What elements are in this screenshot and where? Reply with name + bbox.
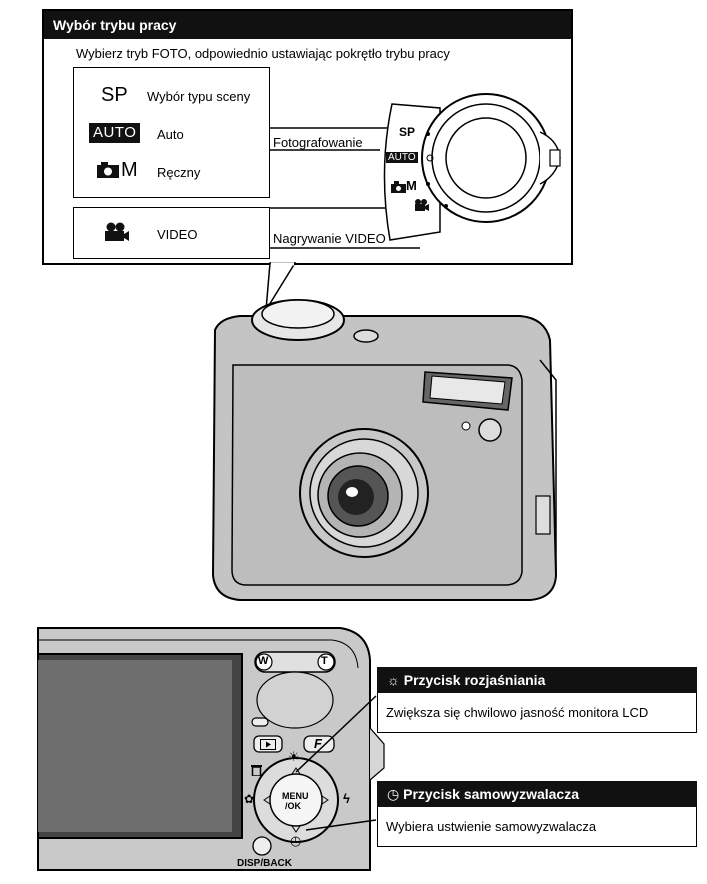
dial-label-sp: SP xyxy=(399,125,416,139)
group-photo-label: Fotografowanie xyxy=(273,135,363,150)
self-timer-callout-body: Wybiera ustwienie samowyzwalacza xyxy=(377,807,697,847)
self-timer-callout-title-bar: ◷ Przycisk samowyzwalacza xyxy=(377,781,697,807)
flash-icon: ϟ xyxy=(343,791,350,806)
dial-label-auto: AUTO xyxy=(386,152,418,163)
video-camera-icon xyxy=(105,222,129,241)
dial-video-icon xyxy=(415,199,429,211)
trash-icon xyxy=(251,765,262,776)
sun-icon: ☀ xyxy=(288,749,300,764)
self-timer-callout-title: Przycisk samowyzwalacza xyxy=(403,786,579,802)
dial-label-manual: M xyxy=(406,178,417,193)
menu-ok-line1: MENU xyxy=(282,791,309,801)
brightness-callout-text: Zwiększa się chwilowo jasność monitora L… xyxy=(386,705,649,720)
auto-mode-label: Auto xyxy=(157,127,184,142)
self-timer-callout-text: Wybiera ustwienie samowyzwalacza xyxy=(386,819,597,834)
dial-camera-icon xyxy=(391,181,406,193)
panel-intro: Wybierz tryb FOTO, odpowiednio ustawiają… xyxy=(76,46,450,61)
group-video-label: Nagrywanie VIDEO xyxy=(273,231,386,246)
self-timer-small-icon: ◷ xyxy=(290,833,302,848)
manual-mode-label: Ręczny xyxy=(157,165,201,180)
sp-mode-symbol: SP xyxy=(101,84,128,106)
sp-mode-label: Wybór typu sceny xyxy=(147,89,251,104)
self-timer-icon: ◷ xyxy=(387,786,404,802)
menu-ok-line2: /OK xyxy=(285,801,302,811)
panel-title: Wybór trybu pracy xyxy=(44,11,571,39)
manual-mode-symbol: M xyxy=(121,159,138,181)
brightness-callout-title: Przycisk rozjaśniania xyxy=(403,672,546,688)
brightness-callout-body: Zwiększa się chwilowo jasność monitora L… xyxy=(377,693,697,733)
auto-mode-symbol: AUTO xyxy=(89,123,141,143)
playback-icon xyxy=(260,739,276,750)
macro-icon: ✿ xyxy=(244,792,255,806)
camera-icon xyxy=(97,162,119,178)
disp-back-label: DISP/BACK xyxy=(237,858,293,869)
f-button-label: F xyxy=(314,736,322,751)
zoom-w-label: W xyxy=(258,655,269,667)
zoom-t-label: T xyxy=(321,655,328,667)
sun-icon: ☼ xyxy=(387,672,404,688)
video-mode-label: VIDEO xyxy=(157,227,198,242)
brightness-callout-title-bar: ☼ Przycisk rozjaśniania xyxy=(377,667,697,693)
